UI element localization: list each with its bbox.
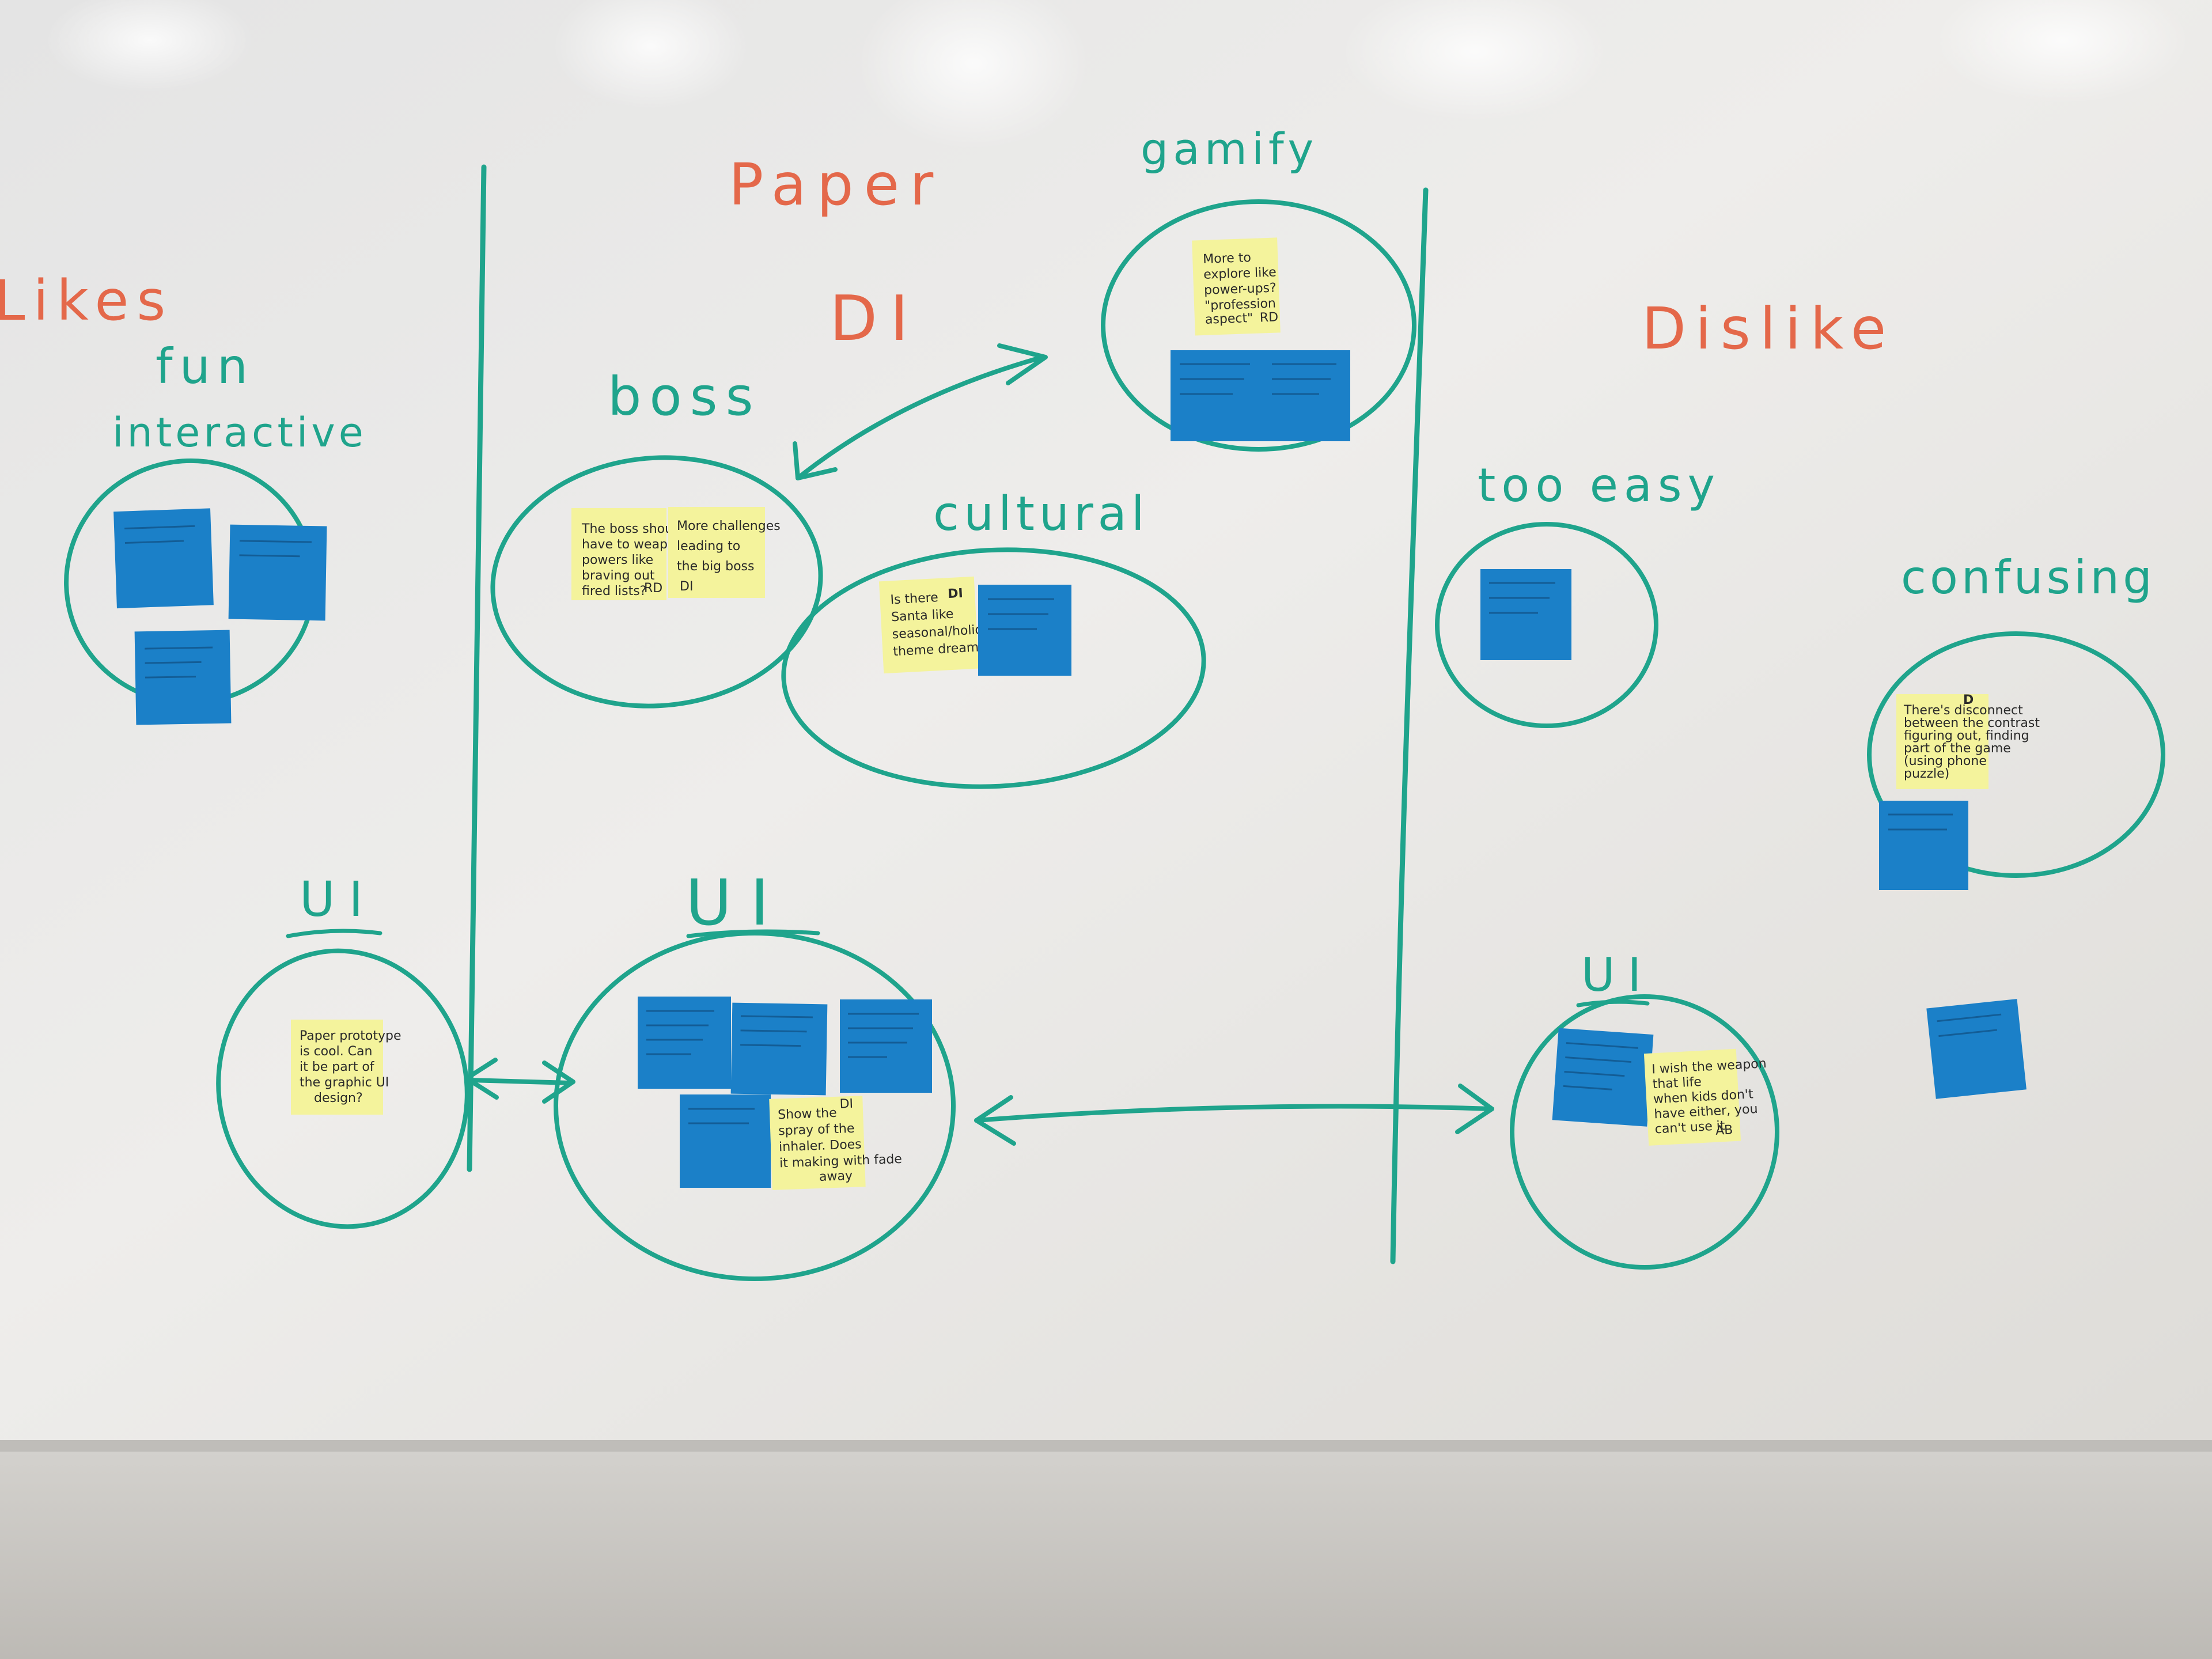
svg-text:between the contrast: between the contrast [1904,716,2040,730]
svg-text:explore like: explore like [1203,266,1277,282]
svg-text:that life: that life [1652,1075,1702,1092]
svg-text:away: away [819,1169,853,1184]
svg-text:powers like: powers like [582,553,653,567]
circle-boss [490,455,823,709]
label-fun: fun [156,338,255,395]
label-cultural: cultural [933,487,1149,541]
sticky-note-ui-likes: Paper prototype is cool. Can it be part … [291,1020,402,1115]
svg-text:puzzle): puzzle) [1904,767,1949,781]
ui-likes-underline [286,929,382,938]
label-too-easy: too easy [1478,459,1721,512]
circle-ui-dislike [1510,994,1779,1270]
sticky-note-ui-paper-blue-3 [840,999,932,1093]
label-ui-paper: UI [685,866,787,940]
sticky-note-ui-paper-blue-2 [730,1002,828,1096]
svg-text:More to: More to [1203,251,1251,267]
svg-text:Paper prototype: Paper prototype [300,1029,402,1043]
svg-text:figuring out, finding: figuring out, finding [1904,729,2029,743]
label-gamify: gamify [1141,123,1318,175]
svg-text:part of the game: part of the game [1904,741,2011,756]
svg-text:DI: DI [680,579,693,594]
svg-text:is cool. Can: is cool. Can [300,1044,372,1059]
svg-text:AB: AB [1715,1123,1733,1138]
svg-text:have to weapon: have to weapon [582,537,683,552]
circle-gamify [1101,199,1416,452]
svg-text:fired lists?: fired lists? [582,584,646,599]
svg-text:RD: RD [1259,310,1278,325]
arrow-boss-to-gamify [793,343,1048,480]
sticky-note-too-easy [1480,569,1571,660]
circle-ui-paper [554,931,956,1281]
label-ui-likes: UI [300,871,377,927]
circle-ui-likes [216,948,469,1229]
sticky-note-confusing-blue [1879,801,1968,890]
light-glare [46,0,2189,150]
svg-text:inhaler. Does: inhaler. Does [779,1137,862,1154]
sticky-note-gamify-blue-2 [1263,350,1350,441]
svg-text:(using phone: (using phone [1904,754,1987,768]
sticky-note-gamify-blue-1 [1171,350,1263,441]
circle-confusing [1867,631,2165,878]
di-mark: DI [948,586,964,601]
heading-dislike: Dislike [1642,295,1895,362]
label-boss: boss [608,366,762,427]
divider-line-right [1390,187,1429,1264]
svg-text:it be part of: it be part of [300,1060,375,1074]
svg-text:the big boss: the big boss [677,559,754,574]
svg-text:spray of the: spray of the [778,1122,855,1139]
divider-line-left [467,164,487,1172]
label-ui-dislike: UI [1581,948,1654,1002]
svg-text:DI: DI [839,1097,853,1112]
sticky-note-ui-paper-blue-4 [680,1094,771,1188]
svg-text:the graphic UI: the graphic UI [300,1075,389,1090]
sticky-note-boss-1: The boss should have to weapon powers li… [571,508,684,600]
sticky-note-likes-3 [134,630,232,725]
sticky-note-boss-2: More challenges leading to the big boss … [668,507,781,598]
sticky-note-loose-blue [1926,999,2027,1099]
wall-below [0,1452,2212,1659]
svg-text:design?: design? [314,1091,363,1105]
sticky-note-cultural-blue [978,585,1071,676]
heading-di: DI [830,283,921,355]
svg-text:Santa like: Santa like [891,607,954,625]
heading-paper: Paper [729,151,944,218]
svg-text:RD: RD [644,581,662,596]
label-interactive: interactive [112,409,367,456]
sticky-note-gamify-yellow: More to explore like power-ups? "profess… [1192,237,1281,336]
whiteboard-surface [0,0,2212,1440]
svg-text:Show the: Show the [778,1106,837,1123]
d-mark: D [1963,693,1974,707]
arrow-ui-likes-to-ui-paper [464,1058,575,1104]
svg-text:power-ups?: power-ups? [1204,281,1277,298]
circle-too-easy [1435,522,1658,728]
svg-text:"profession: "profession [1205,297,1277,313]
sticky-note-ui-dislike-blue [1552,1028,1654,1127]
sticky-note-ui-dislike-yellow: I wish the weapon that life when kids do… [1643,1048,1767,1146]
label-confusing: confusing [1901,551,2156,604]
circle-cultural [781,547,1206,789]
svg-text:aspect": aspect" [1205,311,1253,327]
svg-text:More challenges: More challenges [677,519,781,533]
board-ledge [0,1440,2212,1452]
sticky-note-ui-paper-blue-1 [638,997,731,1089]
heading-likes: Likes [0,268,173,333]
sticky-note-confusing-yellow: There's disconnect between the contrast … [1896,693,2040,789]
svg-text:braving out: braving out [582,569,655,583]
arrow-ui-paper-to-ui-dislike [974,1084,1494,1146]
svg-text:There's disconnect: There's disconnect [1903,703,2023,718]
svg-text:The boss should: The boss should [581,522,684,536]
sticky-note-likes-1 [113,508,214,609]
sticky-note-ui-paper-yellow: Show the spray of the inhaler. Does it m… [769,1096,902,1190]
sticky-note-likes-2 [228,524,327,621]
svg-text:Is there: Is there [890,590,938,607]
svg-text:leading to: leading to [677,539,740,554]
